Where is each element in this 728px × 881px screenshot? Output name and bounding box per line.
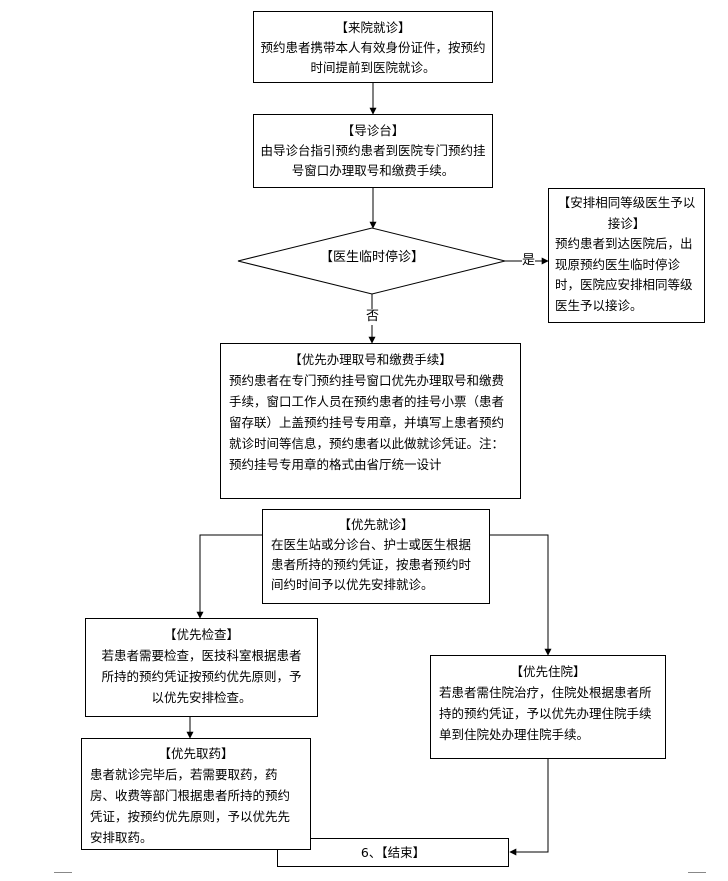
node-arrival: 【来院就诊】 预约患者携带本人有效身份证件，按预约时间提前到医院就诊。 xyxy=(253,11,493,83)
edge-admission-end xyxy=(509,759,549,856)
node-priority-register-body: 预约患者在专门预约挂号窗口优先办理取号和缴费手续，窗口工作人员在预约患者的挂号小… xyxy=(229,373,505,472)
page-corner-left xyxy=(54,872,72,881)
edge-visit-admission xyxy=(490,534,552,656)
node-substitute: 【安排相同等级医生予以接诊】 预约患者到达医院后，出现原预约医生临时停诊时，医院… xyxy=(548,188,705,323)
node-guide-title: 【导诊台】 xyxy=(341,123,405,138)
node-priority-exam-title: 【优先检查】 xyxy=(163,627,239,642)
node-priority-visit: 【优先就诊】 在医生站或分诊台、护士或医生根据患者所持的预约凭证，按患者预约时间… xyxy=(262,509,490,604)
node-priority-exam: 【优先检查】 若患者需要检查，医技科室根据患者所持的预约凭证按预约优先原则，予以… xyxy=(85,618,318,717)
node-guide-body: 由导诊台指引预约患者到医院专门预约挂号窗口办理取号和缴费手续。 xyxy=(260,143,486,178)
page-corner-right xyxy=(688,872,706,881)
node-priority-visit-body: 在医生站或分诊台、护士或医生根据患者所持的预约凭证，按患者预约时间约时间予以优先… xyxy=(271,537,472,592)
node-priority-pharmacy-title: 【优先取药】 xyxy=(158,746,234,761)
node-priority-pharmacy-body: 患者就诊完毕后，若需要取药，药房、收费等部门根据患者所持的预约凭证，按预约优先原… xyxy=(90,767,291,845)
node-decision: 【医生临时停诊】 xyxy=(290,249,454,267)
node-priority-admission-body: 若患者需住院治疗，住院处根据患者所持的预约凭证，予以优先办理住院手续单到住院处办… xyxy=(439,685,652,742)
node-priority-visit-title: 【优先就诊】 xyxy=(338,517,414,532)
edge-label-no: 否 xyxy=(366,309,380,325)
node-priority-admission: 【优先住院】 若患者需住院治疗，住院处根据患者所持的预约凭证，予以优先办理住院手… xyxy=(430,655,666,759)
node-priority-register: 【优先办理取号和缴费手续】 预约患者在专门预约挂号窗口优先办理取号和缴费手续，窗… xyxy=(220,343,521,499)
node-substitute-title: 【安排相同等级医生予以接诊】 xyxy=(557,195,696,231)
edge-label-yes: 是 xyxy=(522,253,536,269)
node-priority-register-title: 【优先办理取号和缴费手续】 xyxy=(289,352,452,367)
edge-visit-exam xyxy=(196,534,262,619)
node-arrival-body: 预约患者携带本人有效身份证件，按预约时间提前到医院就诊。 xyxy=(260,40,486,75)
node-end-title: 6、【结束】 xyxy=(360,845,426,860)
node-decision-title: 【医生临时停诊】 xyxy=(319,250,424,265)
decision-diamond xyxy=(237,227,506,295)
node-priority-exam-body: 若患者需要检查，医技科室根据患者所持的预约凭证按预约优先原则，予以优先安排检查。 xyxy=(101,648,302,705)
node-priority-admission-title: 【优先住院】 xyxy=(510,664,586,679)
node-guide: 【导诊台】 由导诊台指引预约患者到医院专门预约挂号窗口办理取号和缴费手续。 xyxy=(253,114,493,188)
node-end: 6、【结束】 xyxy=(277,838,509,867)
node-arrival-title: 【来院就诊】 xyxy=(335,20,411,35)
node-priority-pharmacy: 【优先取药】 患者就诊完毕后，若需要取药，药房、收费等部门根据患者所持的预约凭证… xyxy=(81,738,311,850)
node-substitute-body: 预约患者到达医院后，出现原预约医生临时停诊时，医院应安排相同等级医生予以接诊。 xyxy=(555,236,693,313)
